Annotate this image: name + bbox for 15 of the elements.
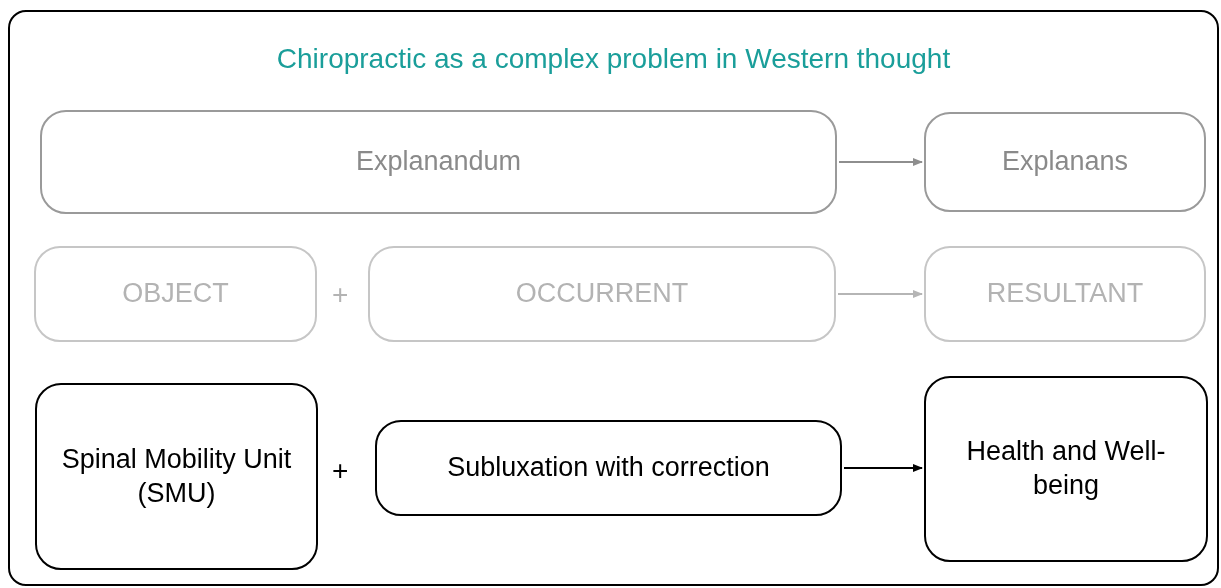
rounded-box: OBJECT: [34, 246, 317, 342]
arrow: [837, 290, 923, 298]
arrow: [838, 158, 923, 166]
rounded-box: Health and Well-being: [924, 376, 1208, 562]
plus-sign: +: [332, 278, 349, 312]
rounded-box: Spinal Mobility Unit (SMU): [35, 383, 318, 570]
rounded-box: Explanandum: [40, 110, 837, 214]
rounded-box: OCCURRENT: [368, 246, 836, 342]
rounded-box: RESULTANT: [924, 246, 1206, 342]
rounded-box: Subluxation with correction: [375, 420, 842, 516]
rounded-box: Explanans: [924, 112, 1206, 212]
frame-panel: [8, 10, 1219, 586]
diagram-heading: Chiropractic as a complex problem in Western thought: [275, 42, 952, 76]
arrow: [843, 464, 923, 472]
plus-sign: +: [332, 454, 349, 488]
